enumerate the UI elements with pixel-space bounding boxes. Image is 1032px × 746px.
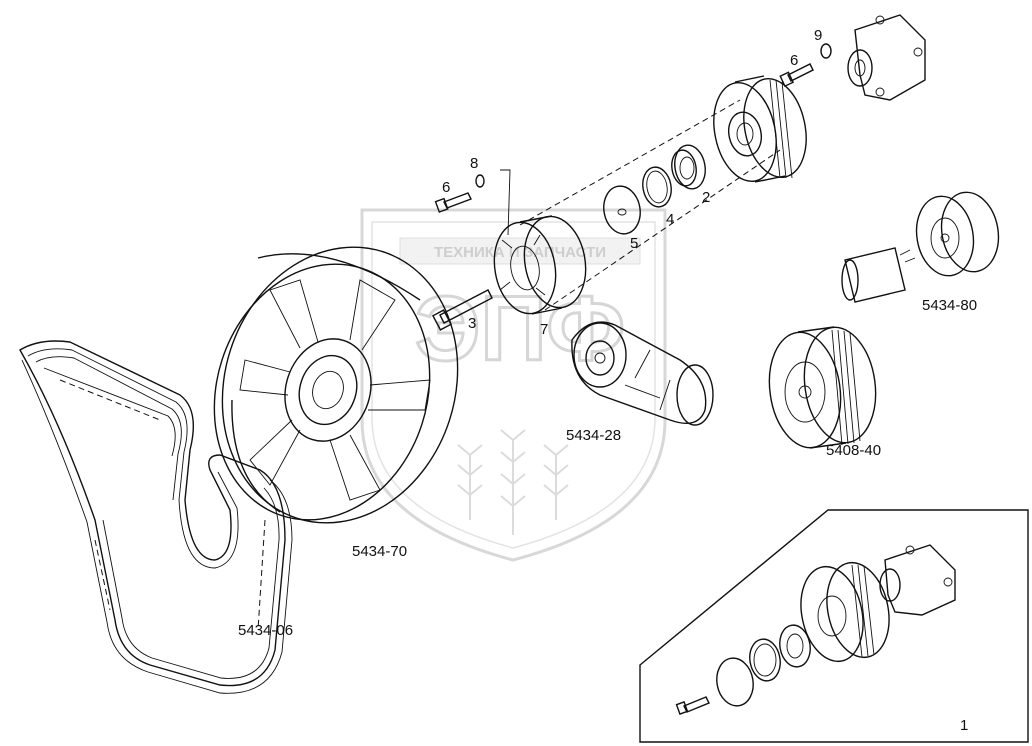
watermark-shield [360, 208, 667, 562]
pump-housing-part [847, 14, 926, 101]
label-item-8: 8 [470, 155, 478, 172]
bolt-3-part [431, 289, 493, 331]
label-item-6a: 6 [442, 179, 450, 196]
belt-part [19, 340, 293, 694]
pulley-top-part [713, 75, 807, 183]
label-item-2: 2 [702, 189, 710, 206]
washer-5-part [603, 185, 641, 235]
label-item-9: 9 [814, 27, 822, 44]
inset-box [639, 509, 1029, 743]
bearing-2-part [671, 144, 706, 190]
fan-part [213, 246, 459, 524]
watermark: ТЕХНИКА И ЗАПЧАСТИ ЭПФ [360, 208, 667, 562]
watermark-logo: ЭПФ [415, 278, 625, 380]
pulley-large-part [768, 326, 877, 449]
axis-line-2 [544, 149, 781, 311]
bolt-6b-part [779, 43, 832, 88]
ring-4-part [642, 166, 672, 208]
label-idler: 5434-80 [922, 297, 977, 314]
bolt-6-part [434, 169, 511, 236]
label-item-6b: 6 [790, 52, 798, 69]
idler-part [841, 191, 1000, 303]
clutch-hub-part [493, 215, 587, 315]
label-item-4: 4 [666, 211, 674, 228]
label-fan: 5434-70 [352, 543, 407, 560]
tensioner-part [571, 321, 714, 426]
axis-line [519, 99, 741, 226]
label-pulley-large: 5408-40 [826, 442, 881, 459]
label-item-1: 1 [960, 717, 968, 734]
watermark-caption: ТЕХНИКА И ЗАПЧАСТИ [434, 244, 606, 261]
label-belt: 5434-06 [238, 622, 293, 639]
watermark-wheat-icon [457, 429, 569, 535]
label-item-5: 5 [630, 235, 638, 252]
label-item-3: 3 [468, 315, 476, 332]
label-item-7: 7 [540, 321, 548, 338]
label-tensioner: 5434-28 [566, 427, 621, 444]
